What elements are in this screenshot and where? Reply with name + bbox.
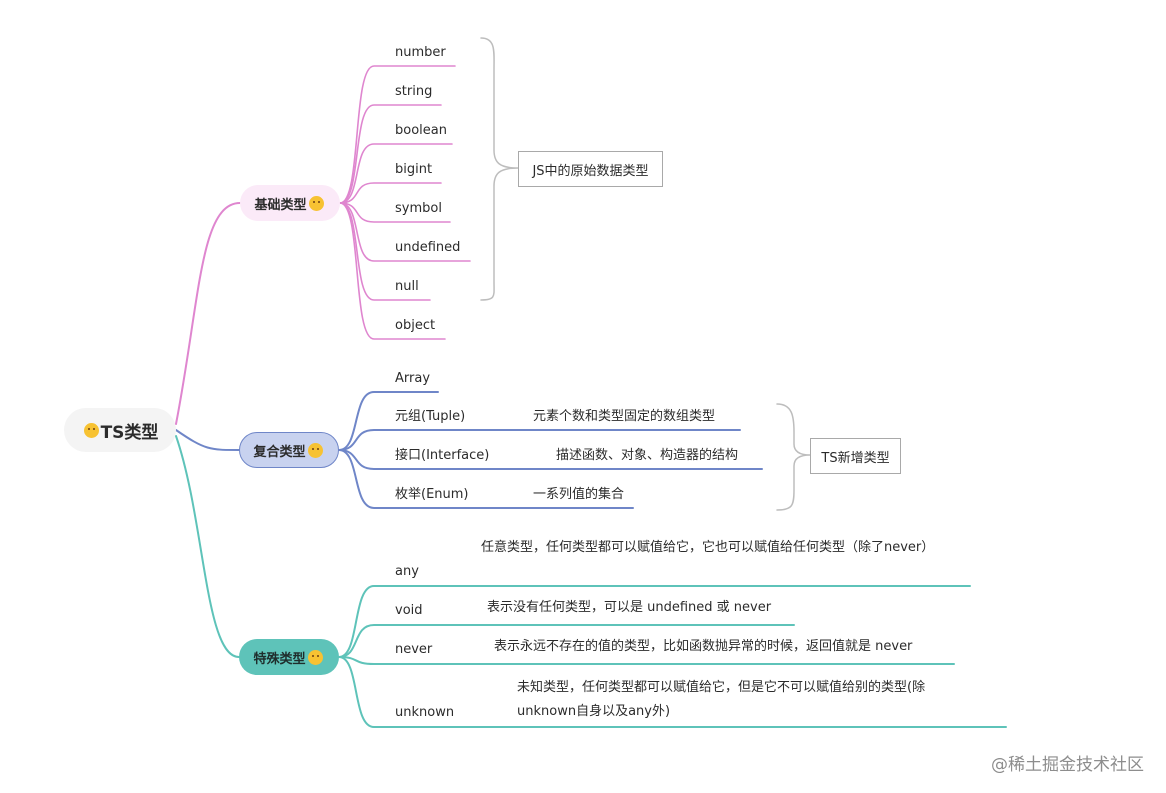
edge-root-basic xyxy=(175,202,241,425)
winking-face-emoji-icon xyxy=(307,442,323,458)
branch-composite-label: 复合类型 xyxy=(253,444,306,460)
branch-basic-label: 基础类型 xyxy=(254,197,307,213)
composite-item-name: Array xyxy=(395,371,431,386)
special-item-any: any xyxy=(395,564,419,579)
basic-item-object: object xyxy=(395,318,436,333)
special-item-desc: 表示没有任何类型，可以是 undefined 或 never xyxy=(487,600,772,615)
edge-composite-0 xyxy=(338,391,439,451)
edge-root-composite xyxy=(175,429,240,451)
branch-composite-types[interactable]: 复合类型 xyxy=(239,432,339,468)
edge-basic-boolean xyxy=(339,143,453,204)
composite-item-desc: 元素个数和类型固定的数组类型 xyxy=(533,409,716,424)
special-item-never: never xyxy=(395,642,433,657)
summary-ts-label: TS新增类型 xyxy=(821,450,890,466)
summary-ts-new-types[interactable]: TS新增类型 xyxy=(810,438,901,474)
edge-basic-bigint xyxy=(339,182,442,204)
summary-js-label: JS中的原始数据类型 xyxy=(532,163,649,179)
composite-item-desc: 一系列值的集合 xyxy=(533,487,625,502)
edge-basic-object xyxy=(339,202,446,340)
root-label: TS类型 xyxy=(100,422,159,443)
summary-js-primitive-types[interactable]: JS中的原始数据类型 xyxy=(518,151,663,187)
branch-special-label: 特殊类型 xyxy=(253,651,306,667)
edge-basic-string xyxy=(339,104,442,204)
basic-item-bigint: bigint xyxy=(395,162,433,177)
edge-special-unknown xyxy=(338,656,1007,728)
edge-root-special xyxy=(175,435,240,658)
basic-item-string: string xyxy=(395,84,433,99)
basic-item-number: number xyxy=(395,45,446,60)
special-item-void: void xyxy=(395,603,423,618)
composite-item-name: 枚举(Enum) xyxy=(395,487,469,502)
basic-item-null: null xyxy=(395,279,419,294)
smiling-face-with-hearts-emoji-icon xyxy=(307,649,323,665)
special-item-unknown: unknown xyxy=(395,705,455,720)
root-node[interactable]: TS类型 xyxy=(64,408,176,452)
edge-composite-3 xyxy=(338,449,634,509)
composite-item-name: 元组(Tuple) xyxy=(395,409,466,424)
edge-special-void xyxy=(338,624,795,658)
basic-item-boolean: boolean xyxy=(395,123,447,138)
edge-special-any xyxy=(338,585,971,658)
edge-basic-number xyxy=(339,65,456,204)
basic-item-symbol: symbol xyxy=(395,201,442,216)
composite-item-name: 接口(Interface) xyxy=(395,448,490,463)
watermark: @稀土掘金技术社区 xyxy=(991,755,1144,775)
branch-special-types[interactable]: 特殊类型 xyxy=(239,639,339,675)
special-item-desc: 任意类型，任何类型都可以赋值给它，它也可以赋值给任何类型（除了never） xyxy=(481,540,935,555)
bracket-composite xyxy=(776,403,811,511)
basic-item-undefined: undefined xyxy=(395,240,461,255)
special-item-desc: 未知类型，任何类型都可以赋值给它，但是它不可以赋值给别的类型(除unknown自… xyxy=(517,680,926,719)
edge-basic-symbol xyxy=(339,202,451,223)
star-struck-emoji-icon xyxy=(83,422,99,438)
squinting-face-emoji-icon xyxy=(308,195,324,211)
edge-special-never xyxy=(338,656,955,665)
composite-item-desc: 描述函数、对象、构造器的结构 xyxy=(556,448,739,463)
special-item-desc: 表示永远不存在的值的类型，比如函数抛异常的时候，返回值就是 never xyxy=(494,639,913,654)
bracket-basic xyxy=(480,37,519,301)
branch-basic-types[interactable]: 基础类型 xyxy=(240,185,340,221)
edge-composite-1 xyxy=(338,429,741,451)
